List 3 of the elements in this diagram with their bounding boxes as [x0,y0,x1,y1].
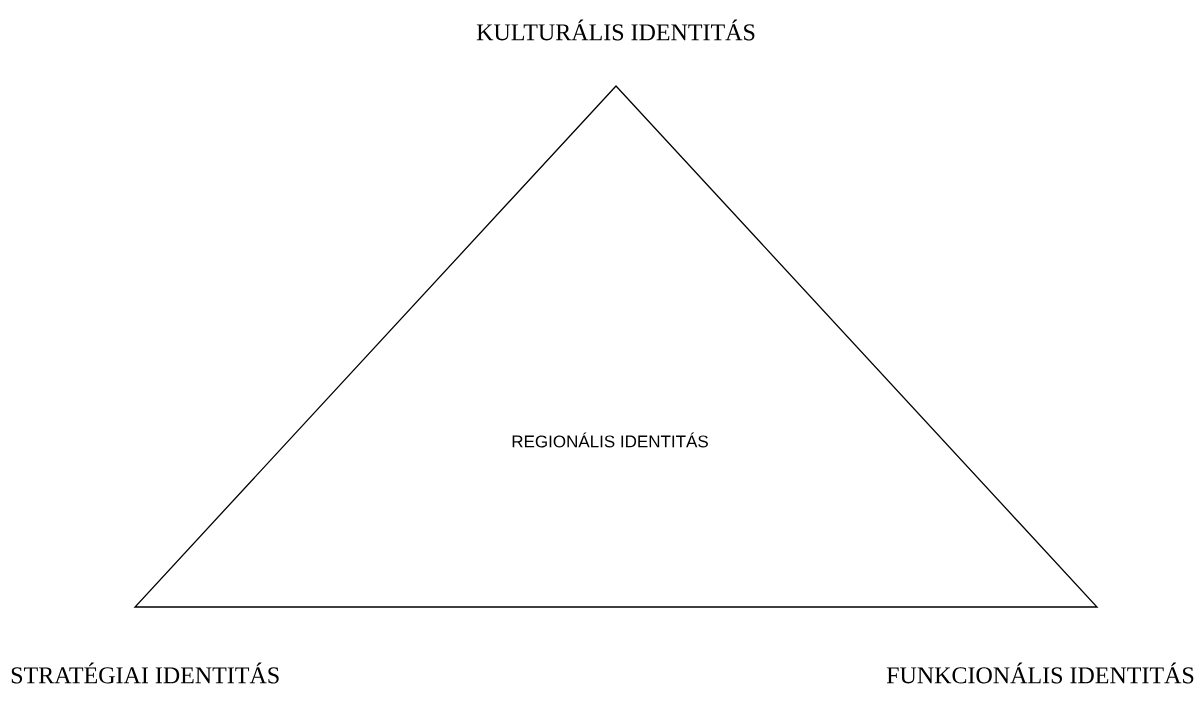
corner-label: KULTURÁLIS IDENTITÁS [476,19,755,41]
corner-label: STRATÉGIAI IDENTITÁS [11,662,279,684]
corner-label: FUNKCIONÁLIS IDENTITÁS [886,662,1194,684]
